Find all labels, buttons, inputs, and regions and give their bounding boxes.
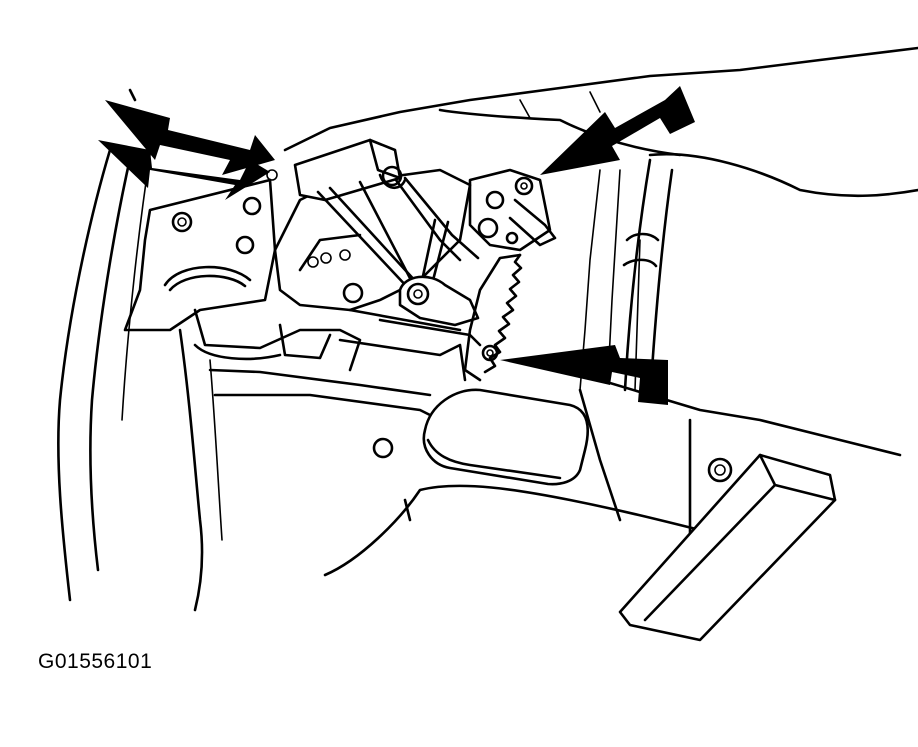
accelerator-pedal [618,453,837,642]
dashboard-outline [128,46,918,198]
figure-id-label: G01556101 [38,650,153,673]
callout-arrows [98,86,695,405]
brake-switch-block [293,138,407,202]
brake-pedal-pad [422,388,590,486]
serrated-quadrant [463,253,523,382]
arrow-lower-right [500,345,668,405]
arrow-upper-right [540,86,695,175]
left-mounting-bracket [123,169,278,332]
right-upper-bracket [468,168,557,252]
arrow-upper-left-2 [105,100,275,175]
arrow-upper-left-1 [98,140,270,200]
lower-shaft-assembly [193,308,467,397]
left-kick-panel [57,148,223,612]
pivot-linkage [348,275,482,347]
